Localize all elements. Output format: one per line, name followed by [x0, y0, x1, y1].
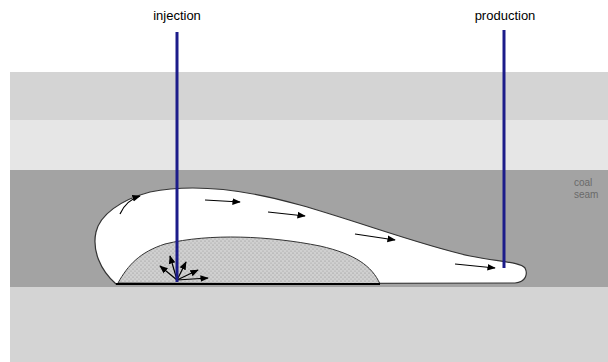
injection-well — [176, 32, 179, 282]
gas-arrow — [177, 278, 208, 280]
layer-label: coal seam — [574, 177, 604, 201]
cavity — [95, 188, 526, 284]
seam-floor — [116, 283, 380, 285]
production-well — [503, 30, 506, 268]
coal-seam-band — [10, 170, 608, 287]
well-label: production — [475, 8, 536, 23]
flow-arrow — [355, 234, 395, 240]
upper-stratum — [10, 72, 608, 120]
flow-arrow — [120, 196, 140, 214]
rubble-zone — [118, 237, 380, 284]
lower-stratum — [10, 287, 608, 362]
middle-stratum — [10, 120, 608, 170]
flow-arrow — [268, 212, 305, 216]
flow-arrow — [455, 264, 495, 268]
flow-arrow — [205, 200, 240, 202]
well-label: injection — [153, 8, 201, 23]
